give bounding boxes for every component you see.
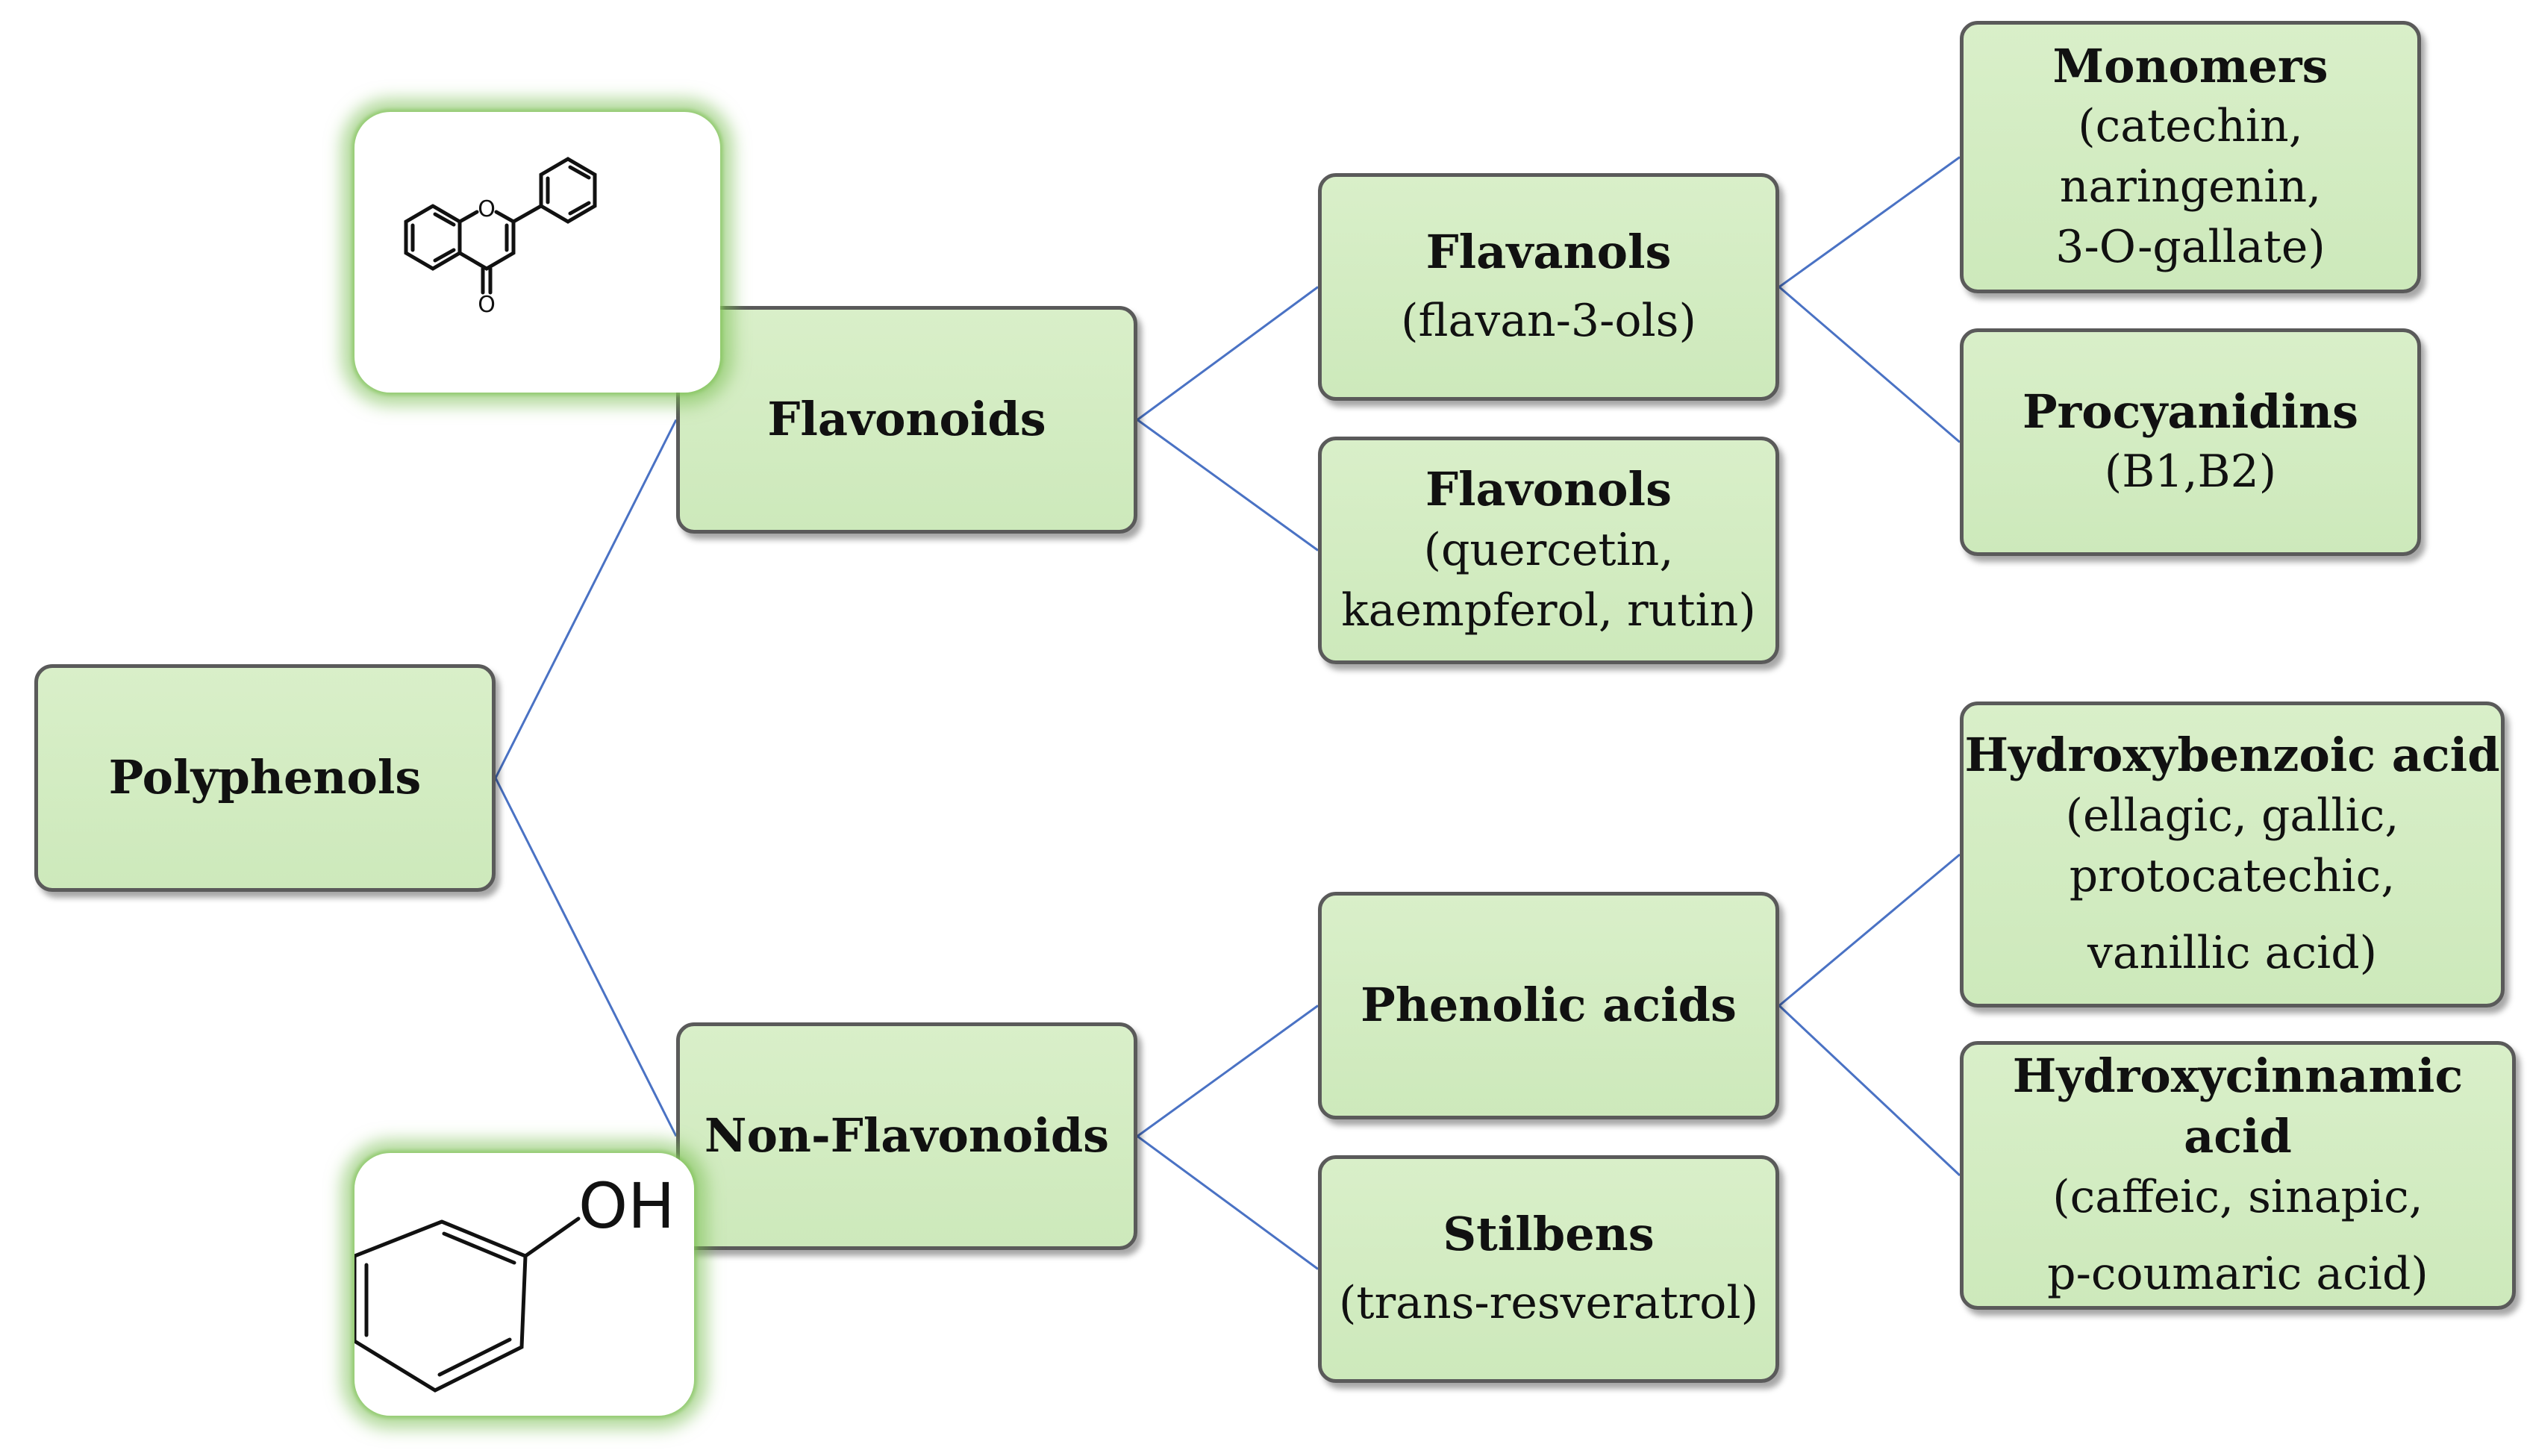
bond [523, 1216, 581, 1258]
node-title: Flavonoids [767, 392, 1046, 447]
bond [511, 204, 543, 224]
phenyl-ring [539, 157, 597, 224]
node-polyphenols: Polyphenols [34, 664, 496, 892]
node-title: Monomers [2052, 38, 2328, 93]
node-title: Phenolic acids [1361, 978, 1737, 1033]
node-detail: p-coumaric acid) [2047, 1247, 2428, 1300]
node-title: Flavanols [1425, 224, 1672, 279]
node-flavonols: Flavonols (quercetin, kaempferol, rutin) [1318, 437, 1779, 664]
node-detail: (B1,B2) [2104, 446, 2277, 499]
node-detail: 3-O-gallate) [2055, 221, 2325, 274]
edge-flavanols-procyanidins [1778, 286, 1961, 443]
node-title: Hydroxybenzoic acid [1964, 728, 2500, 783]
edge-phenolic-hba [1778, 853, 1961, 1007]
pyranone-ring [457, 210, 516, 271]
edge-nonflavonoids-phenolic [1137, 1004, 1319, 1137]
double-bond [568, 201, 591, 216]
edge-flavonoids-flavonols [1137, 419, 1319, 552]
node-detail: (flavan-3-ols) [1401, 295, 1696, 348]
double-bond [568, 165, 591, 180]
phenol-structure-image: OH [354, 1153, 694, 1416]
node-monomers: Monomers (catechin, naringenin, 3-O-gall… [1960, 21, 2421, 293]
node-detail: protocatechic, [2069, 849, 2396, 902]
node-detail: (quercetin, [1423, 523, 1674, 576]
edge-flavanols-monomers [1778, 156, 1961, 288]
node-title: Hydroxycinnamic acid [2012, 1049, 2464, 1163]
node-detail: vanillic acid) [2087, 926, 2378, 979]
edge-polyphenols-nonflavonoids [494, 777, 678, 1137]
oxygen-atom-label: O [478, 292, 496, 318]
node-detail: (catechin, [2078, 100, 2303, 153]
double-bond [442, 1231, 516, 1265]
edge-phenolic-hca [1778, 1004, 1961, 1177]
edge-polyphenols-flavonoids [494, 419, 678, 779]
node-title: Non-Flavonoids [704, 1108, 1110, 1163]
edge-flavonoids-flavanols [1137, 286, 1319, 421]
edge-nonflavonoids-stilbens [1137, 1135, 1319, 1270]
hydroxyl-group-label: OH [578, 1169, 675, 1243]
node-hydroxybenzoic-acid: Hydroxybenzoic acid (ellagic, gallic, pr… [1960, 702, 2505, 1007]
node-detail: naringenin, [2059, 160, 2322, 213]
node-detail: (ellagic, gallic, [2065, 789, 2399, 842]
double-bond [433, 248, 456, 263]
node-hydroxycinnamic-acid: Hydroxycinnamic acid (caffeic, sinapic, … [1960, 1041, 2516, 1310]
node-detail: kaempferol, rutin) [1341, 584, 1756, 637]
node-title: Procyanidins [2022, 384, 2359, 439]
node-flavanols: Flavanols (flavan-3-ols) [1318, 173, 1779, 401]
node-flavonoids: Flavonoids [676, 306, 1137, 534]
bond [457, 210, 479, 224]
node-title: Flavonols [1425, 462, 1672, 517]
flavone-structure-image: O O [354, 112, 720, 393]
node-detail: (caffeic, sinapic, [2052, 1170, 2423, 1223]
double-bond [433, 212, 456, 227]
node-non-flavonoids: Non-Flavonoids [676, 1022, 1137, 1250]
node-stilbens: Stilbens (trans-resveratrol) [1318, 1155, 1779, 1383]
node-title: Stilbens [1443, 1206, 1655, 1261]
node-procyanidins: Procyanidins (B1,B2) [1960, 328, 2421, 556]
oxygen-atom-label: O [478, 196, 496, 222]
double-bond [437, 1337, 512, 1377]
node-phenolic-acids: Phenolic acids [1318, 892, 1779, 1119]
benzene-ring [354, 1219, 528, 1393]
node-detail: (trans-resveratrol) [1338, 1277, 1759, 1330]
node-title: Polyphenols [108, 750, 422, 805]
